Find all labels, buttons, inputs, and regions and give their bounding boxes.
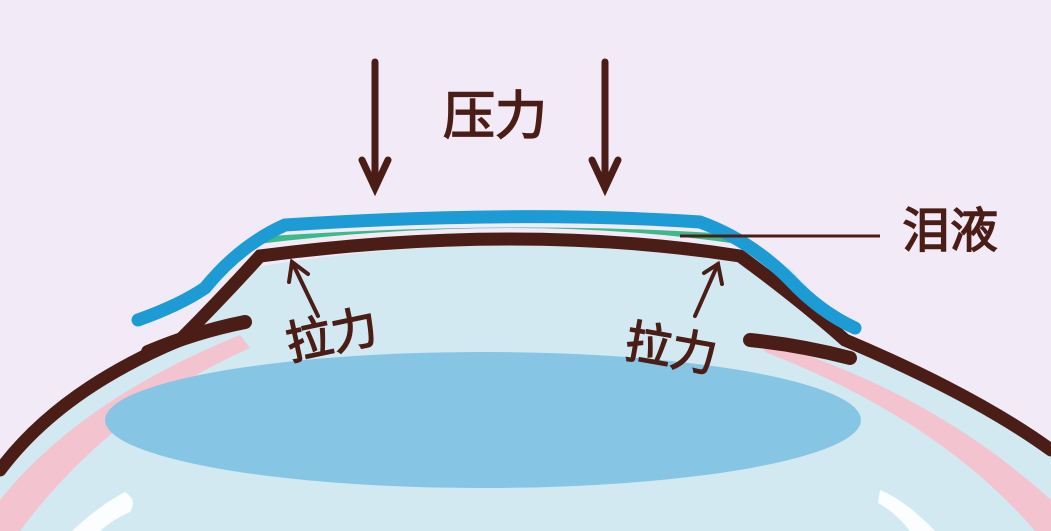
eyelid-left [0, 335, 250, 531]
pressure-label: 压力 [443, 87, 548, 147]
highlight-right [878, 490, 935, 531]
pull-arrow-icon [287, 258, 320, 318]
pressure-arrow-icon [588, 58, 622, 197]
tear-film [258, 227, 738, 244]
eyelid-right [760, 340, 1051, 531]
eyelid-line-right [743, 333, 857, 365]
pressure-arrow-icon [358, 58, 392, 197]
contact-lens [131, 210, 862, 335]
iris [105, 352, 861, 488]
highlight-left [72, 492, 134, 531]
pull-arrow-icon [693, 260, 724, 318]
pull-label-right: 拉力 [621, 314, 722, 384]
eyelid-line-left [141, 315, 252, 359]
tear-fluid-label: 泪液 [902, 203, 999, 259]
